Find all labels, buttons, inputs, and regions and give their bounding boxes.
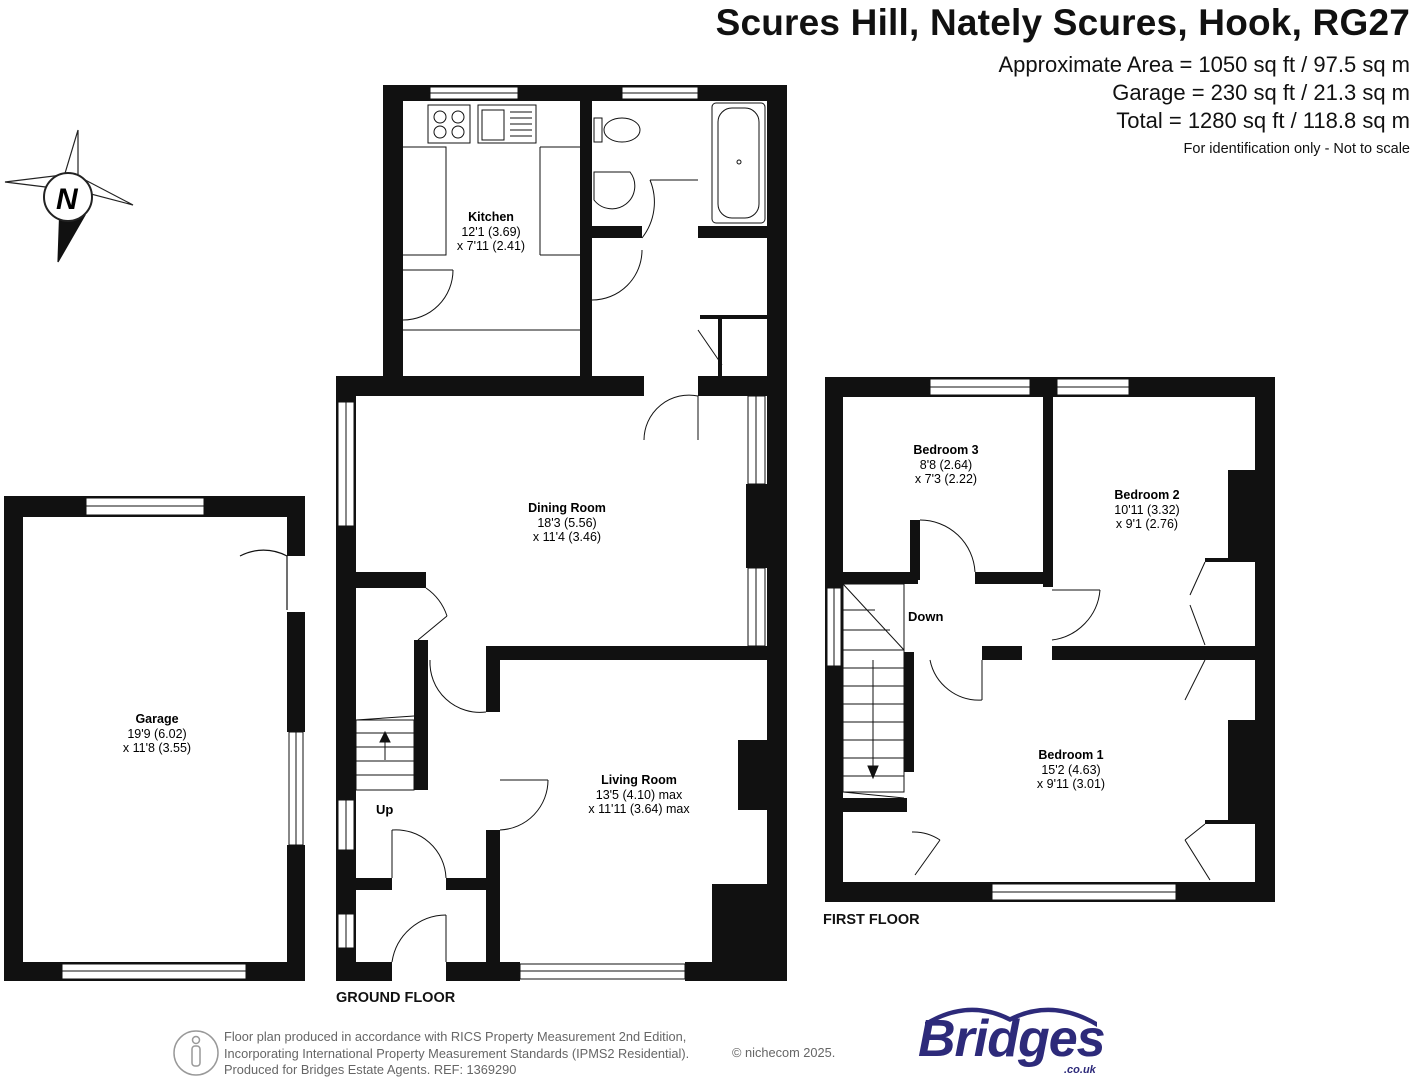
svg-text:x 11'11 (3.64) max: x 11'11 (3.64) max xyxy=(588,802,690,816)
first-floor-label: FIRST FLOOR xyxy=(823,912,920,928)
ground-doors xyxy=(391,587,549,963)
svg-text:Bedroom 2: Bedroom 2 xyxy=(1114,488,1179,502)
footer-line-1: Floor plan produced in accordance with R… xyxy=(224,1029,687,1044)
svg-text:Bedroom 3: Bedroom 3 xyxy=(913,443,978,457)
room-label-kitchen: Kitchen 12'1 (3.69) x 7'11 (2.41) xyxy=(457,210,525,253)
svg-text:x 11'8 (3.55): x 11'8 (3.55) xyxy=(123,741,191,755)
svg-text:x 9'11 (3.01): x 9'11 (3.01) xyxy=(1037,777,1105,791)
svg-text:Bedroom 1: Bedroom 1 xyxy=(1038,748,1103,762)
svg-text:13'5 (4.10) max: 13'5 (4.10) max xyxy=(596,788,683,802)
svg-text:18'3 (5.56): 18'3 (5.56) xyxy=(537,516,596,530)
ground-stairs xyxy=(355,715,415,791)
footer-line-2: Incorporating International Property Mea… xyxy=(224,1045,690,1061)
ground-floor-windows xyxy=(337,86,766,980)
svg-text:x 9'1 (2.76): x 9'1 (2.76) xyxy=(1116,517,1178,531)
bridges-logo-arch xyxy=(925,1007,1097,1027)
total-area-text: Total = 1280 sq ft / 118.8 sq m xyxy=(1116,108,1410,133)
first-floor-doors xyxy=(911,519,1211,881)
bridges-logo: Bridges xyxy=(918,1010,1106,1068)
stairs-down-label: Down xyxy=(908,609,943,624)
person-icon xyxy=(173,1030,219,1076)
scale-disclaimer: For identification only - Not to scale xyxy=(1183,141,1410,157)
compass-north-label: N xyxy=(56,183,79,216)
approximate-area-text: Approximate Area = 1050 sq ft / 97.5 sq … xyxy=(998,52,1410,77)
svg-text:Kitchen: Kitchen xyxy=(468,210,514,224)
footer-notes: Floor plan produced in accordance with R… xyxy=(224,1029,689,1079)
svg-text:x 7'11 (2.41): x 7'11 (2.41) xyxy=(457,239,525,253)
svg-text:15'2 (4.63): 15'2 (4.63) xyxy=(1041,763,1100,777)
garage-area-text: Garage = 230 sq ft / 21.3 sq m xyxy=(1112,80,1410,105)
bathroom-fittings xyxy=(591,102,766,441)
room-label-garage: Garage 19'9 (6.02) x 11'8 (3.55) xyxy=(123,712,191,755)
first-floor-stairs xyxy=(842,583,905,799)
copyright-notice: © nichecom 2025. xyxy=(732,1045,836,1060)
room-label-bedroom-1: Bedroom 1 15'2 (4.63) x 9'11 (3.01) xyxy=(1037,748,1105,791)
ground-floor-label: GROUND FLOOR xyxy=(336,990,456,1006)
room-label-bedroom-3: Bedroom 3 8'8 (2.64) x 7'3 (2.22) xyxy=(913,443,978,486)
property-address-title: Scures Hill, Nately Scures, Hook, RG27 xyxy=(715,2,1410,43)
footer-line-3: Produced for Bridges Estate Agents. REF:… xyxy=(224,1062,517,1077)
svg-text:19'9 (6.02): 19'9 (6.02) xyxy=(127,727,186,741)
svg-text:Garage: Garage xyxy=(135,712,178,726)
first-floor-windows xyxy=(826,378,1177,901)
svg-text:10'11 (3.32): 10'11 (3.32) xyxy=(1114,503,1179,517)
first-floor-walls xyxy=(825,377,1275,902)
garage-windows xyxy=(61,497,304,980)
room-label-dining-room: Dining Room 18'3 (5.56) x 11'4 (3.46) xyxy=(528,501,606,544)
stairs-up-label: Up xyxy=(376,802,393,817)
svg-text:Living Room: Living Room xyxy=(601,773,677,787)
svg-text:8'8 (2.64): 8'8 (2.64) xyxy=(920,458,972,472)
kitchen-fittings xyxy=(402,104,580,331)
room-label-living-room: Living Room 13'5 (4.10) max x 11'11 (3.6… xyxy=(588,773,690,816)
svg-text:x 7'3 (2.22): x 7'3 (2.22) xyxy=(915,472,977,486)
svg-text:12'1 (3.69): 12'1 (3.69) xyxy=(461,225,520,239)
compass-icon: N xyxy=(4,129,134,263)
svg-text:x 11'4 (3.46): x 11'4 (3.46) xyxy=(533,530,601,544)
room-label-bedroom-2: Bedroom 2 10'11 (3.32) x 9'1 (2.76) xyxy=(1114,488,1179,531)
svg-text:Dining Room: Dining Room xyxy=(528,501,606,515)
bridges-logo-domain: .co.uk xyxy=(1064,1064,1096,1076)
